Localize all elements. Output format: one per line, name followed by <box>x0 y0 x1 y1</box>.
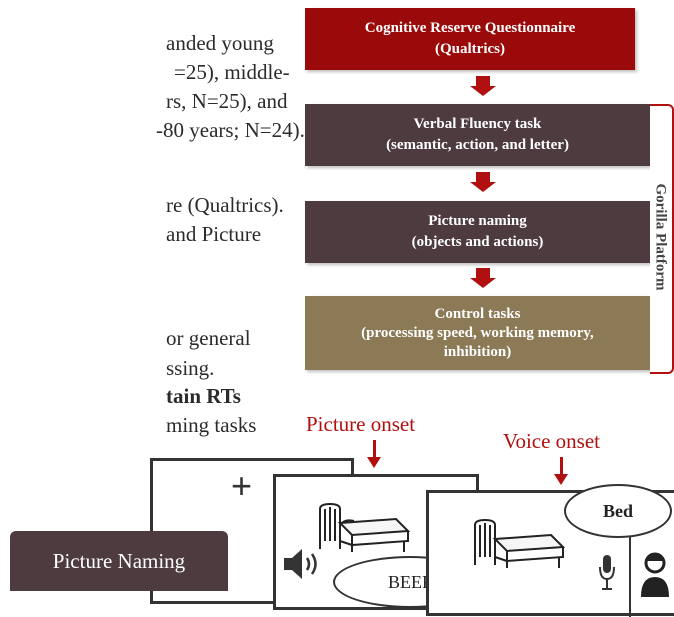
microphone-icon <box>599 555 615 590</box>
picture-onset-arrow-head <box>367 457 381 468</box>
bed-icon-response <box>474 518 566 568</box>
flow-box-4-title: Control tasks <box>434 305 521 322</box>
fixation-cross: + <box>231 465 253 506</box>
response-text: Bed <box>602 500 633 521</box>
flow-box-1-title: Cognitive Reserve Questionnaire <box>364 20 576 36</box>
flow-box-1-subtitle: (Qualtrics) <box>435 41 505 57</box>
flow-box-cognitive-reserve: Cognitive Reserve Questionnaire (Qualtri… <box>305 8 635 70</box>
body-line-7: or general <box>166 326 251 350</box>
body-line-2: =25), middle- <box>174 60 290 84</box>
person-icon <box>641 552 669 597</box>
flow-arrow-1 <box>470 76 496 96</box>
picture-onset-arrow-stem <box>373 440 376 458</box>
flow-box-verbal-fluency: Verbal Fluency task (semantic, action, a… <box>305 104 650 166</box>
bed-icon <box>319 502 411 552</box>
flow-box-4-subtitle: (processing speed, working memory, <box>361 324 594 341</box>
flow-box-2-title: Verbal Fluency task <box>413 116 542 132</box>
voice-onset-label: Voice onset <box>503 429 601 453</box>
gorilla-platform-bracket <box>650 104 674 374</box>
flow-box-4-subtitle-2: inhibition) <box>443 343 512 360</box>
gorilla-platform-label: Gorilla Platform <box>652 183 669 291</box>
flow-box-picture-naming: Picture naming (objects and actions) <box>305 201 650 263</box>
flow-arrow-2 <box>470 172 496 192</box>
picture-onset-label: Picture onset <box>306 412 416 436</box>
flow-box-3-title: Picture naming <box>428 213 527 229</box>
flow-box-control-tasks: Control tasks (processing speed, working… <box>305 296 650 370</box>
body-line-9: tain RTs <box>166 384 241 408</box>
response-bubble: Bed <box>564 484 672 538</box>
body-line-8: ssing. <box>166 356 215 380</box>
speaker-icon <box>284 549 317 579</box>
body-line-5: re (Qualtrics). <box>166 193 284 217</box>
beep-text: BEEP <box>387 571 432 592</box>
body-line-3: rs, N=25), and <box>166 89 288 113</box>
picture-naming-label: Picture Naming <box>10 531 228 591</box>
flow-box-3-subtitle: (objects and actions) <box>411 234 544 250</box>
body-line-4: -80 years; N=24). <box>156 118 305 142</box>
body-line-10: ming tasks <box>166 413 257 437</box>
flow-box-2-subtitle: (semantic, action, and letter) <box>386 137 569 153</box>
voice-onset-arrow-stem <box>560 457 563 475</box>
body-line-6: and Picture <box>166 222 262 246</box>
body-line-1: anded young <box>166 31 274 55</box>
flow-arrow-3 <box>470 268 496 288</box>
divider-line <box>629 537 631 617</box>
voice-onset-arrow-head <box>554 474 568 485</box>
